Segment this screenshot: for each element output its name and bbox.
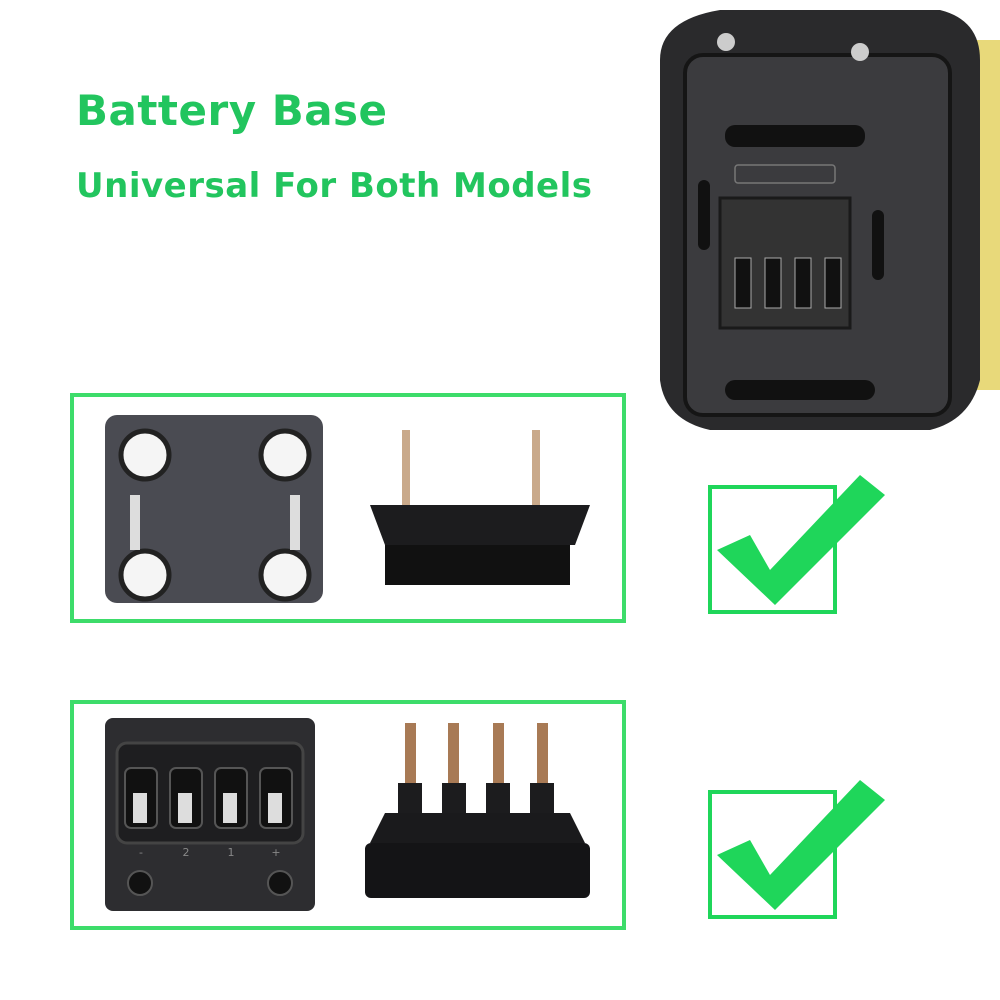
terminal-label: + <box>271 846 280 859</box>
terminal-label: 1 <box>228 846 235 859</box>
terminal-label: 2 <box>183 846 190 859</box>
page-subtitle: Universal For Both Models <box>76 166 593 206</box>
base4-front-image: - 2 1 + <box>105 718 315 911</box>
base-side-image <box>370 430 590 585</box>
check-icon <box>708 475 885 614</box>
terminal-label: - <box>139 846 143 859</box>
page-title: Battery Base <box>76 86 388 135</box>
check-icon <box>708 780 885 919</box>
base-front-image <box>105 415 323 603</box>
base4-side-image <box>365 723 590 898</box>
battery-pack-image <box>660 10 1000 430</box>
